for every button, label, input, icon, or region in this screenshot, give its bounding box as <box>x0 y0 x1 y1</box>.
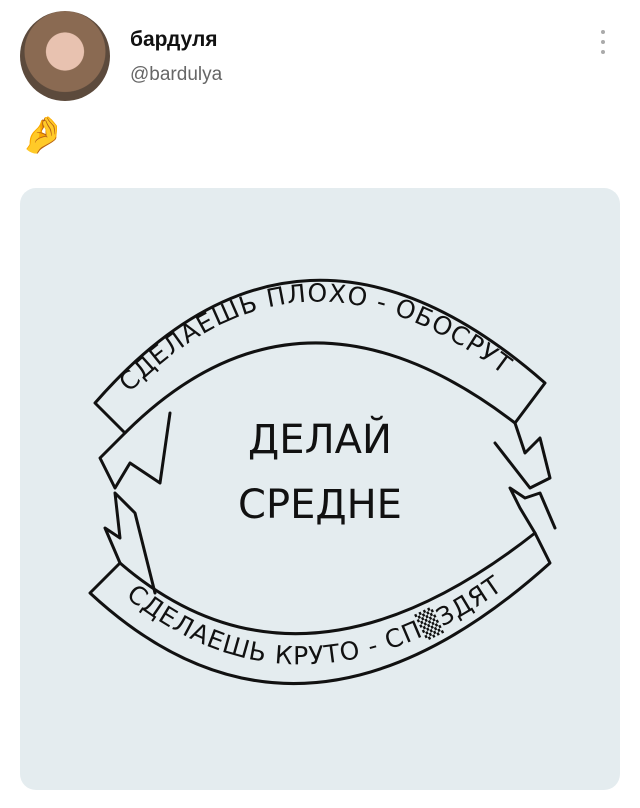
display-name[interactable]: бардуля <box>130 28 218 51</box>
avatar[interactable] <box>20 11 110 101</box>
tweet-image[interactable]: СДЕЛАЕШЬ ПЛОХО - ОБОСРУТ СДЕЛАЕШЬ КРУТО … <box>20 188 620 790</box>
center-text-line2: СРЕДНЕ <box>238 482 402 528</box>
top-banner-tail-right <box>493 421 552 490</box>
top-banner-tail-left <box>98 411 172 490</box>
more-options-icon[interactable] <box>598 30 608 54</box>
bottom-banner-shape <box>88 531 552 686</box>
ribbon-drawing: СДЕЛАЕШЬ ПЛОХО - ОБОСРУТ СДЕЛАЕШЬ КРУТО … <box>88 278 557 686</box>
center-text-line1: ДЕЛАЙ <box>248 415 392 463</box>
bottom-banner-tail-left <box>103 491 157 595</box>
user-handle[interactable]: @bardulya <box>130 64 223 85</box>
top-banner-shape <box>93 278 547 435</box>
bottom-banner-tail-right <box>508 486 557 535</box>
top-banner-text: СДЕЛАЕШЬ ПЛОХО - ОБОСРУТ <box>113 279 517 398</box>
tweet-text: 🤌 <box>20 114 65 155</box>
